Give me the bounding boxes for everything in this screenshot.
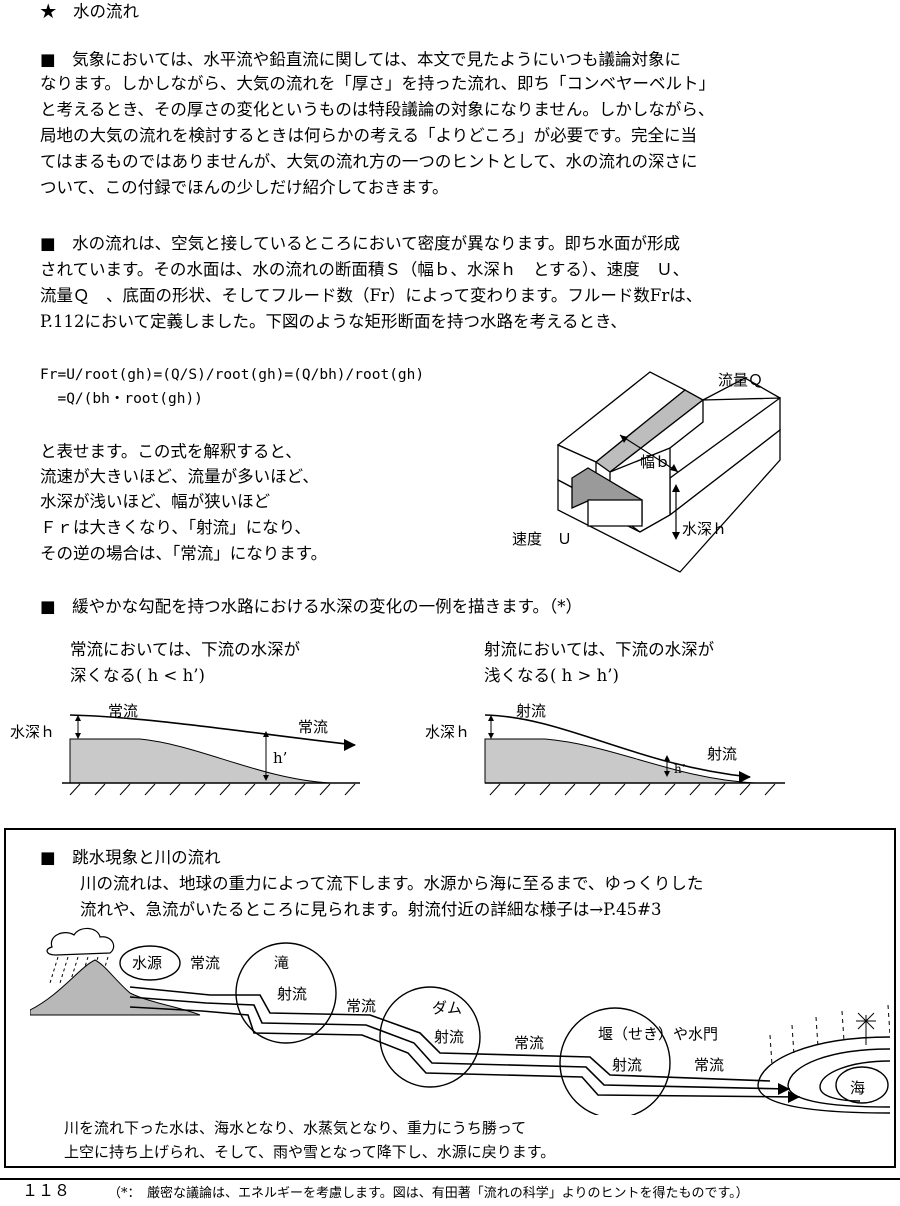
box-bottom-line: 川を流れ下った水は、海水となり、水蒸気となり、重力にうち勝って [64,1119,527,1137]
text-line: なります。しかしながら、大気の流れを「厚さ」を持った流れ、即ち「コンベヤーベルト… [40,74,716,93]
label-supercritical: 射流 [434,1028,465,1046]
text-line: と考えるとき、その厚さの変化というものは特段議論の対象になりません。しかしながら… [40,100,715,119]
label-waterfall: 滝 [274,954,290,972]
subcritical-flow-diagram [62,714,360,796]
label-sea: 海 [850,1079,866,1097]
label-width-b: 幅ｂ [640,453,671,471]
width-arrow [619,434,679,473]
supercritical-caption-line: 浅くなる( h > h’) [484,666,619,685]
supercritical-depth-label: 水深ｈ [425,723,471,741]
text-line: 流量Ｑ 、底面の形状、そしてフルード数（Fr）によって変わります。フルード数Fr… [40,286,703,305]
dam-circle [379,986,481,1088]
text-line: ■ 気象においては、水平流や鉛直流に関しては、本文で見たようにいつも議論対象に [40,50,681,69]
footer-rule [0,1178,900,1180]
waterfall-circle [235,942,337,1044]
hydraulic-jump-box [4,828,896,1168]
supercritical-top-label: 射流 [516,702,547,720]
label-source: 水源 [132,954,163,972]
label-weir: 堰（せき）や水門 [598,1025,719,1043]
weir-circle [559,1007,671,1115]
subcritical-depth-label: 水深ｈ [10,723,56,741]
box-text-line: 川の流れは、地球の重力によって流下します。水源から海に至るまで、ゆっくりした [80,874,704,893]
formula-line: Fr=U/root(gh)=(Q/S)/root(gh)=(Q/bh)/root… [40,367,425,383]
sea-oval [835,1066,889,1104]
label-subcritical: 常流 [190,954,221,972]
footer-note: （*： 厳密な議論は、エネルギーを考慮します。図は、有田著「流れの科学」よりのヒ… [108,1186,749,1201]
supercritical-flow-diagram [484,714,785,796]
label-subcritical: 常流 [514,1034,545,1052]
page-title: ★ 水の流れ [40,2,139,21]
box-heading: ■ 跳水現象と川の流れ [40,848,221,867]
label-flow-q: 流量Ｑ [718,371,764,389]
text-line: と表せます。この式を解釈すると、 [40,442,302,461]
supercritical-right-label: 射流 [707,745,738,763]
subcritical-top-label: 常流 [108,702,139,720]
label-subcritical: 常流 [346,997,377,1015]
text-line: 局地の大気の流れを検討するときは何らかの考える「よりどころ」が必要です。完全に当 [40,126,698,145]
text-line: Ｆｒは大きくなり、「射流」になり、 [40,518,311,537]
label-depth-h: 水深ｈ [682,520,728,538]
text-line: ついて、この付録でほんの少しだけ紹介しておきます。 [40,178,449,197]
page-number: １１８ [22,1181,71,1200]
text-line: ■ 水の流れは、空気と接しているところにおいて密度が異なります。即ち水面が形成 [40,234,680,253]
rectangular-channel-diagram [556,371,782,573]
supercritical-caption-line: 射流においては、下流の水深が [484,640,715,659]
text-line: てはまるものではありませんが、大気の流れ方の一つのヒントとして、水の流れの深さに [40,152,698,171]
label-velocity-u: 速度 Ｕ [512,530,573,548]
box-bottom-line: 上空に持ち上げられ、そして、雨や雪となって降下し、水源に戻ります。 [64,1143,556,1161]
box-text-line: 流れや、急流がいたるところに見られます。射流付近の詳細な様子は→P.45#3 [80,900,662,919]
subcritical-h-prime: h’ [273,749,288,767]
section-heading-gradient: ■ 緩やかな勾配を持つ水路における水深の変化の一例を描きます。（*） [40,597,582,616]
cloud-icon [46,927,115,956]
text-line: 水深が浅いほど、幅が狭いほど [40,492,271,511]
label-supercritical: 射流 [277,985,308,1003]
source-oval [119,945,181,981]
subcritical-caption-line: 深くなる( h < h’) [70,666,205,685]
mountain-icon [30,959,201,1016]
formula-line: =Q/(bh・root(gh)) [40,391,203,407]
subcritical-caption-line: 常流においては、下流の水深が [70,640,301,659]
river-flow-diagram [30,927,890,1115]
subcritical-right-label: 常流 [298,718,329,736]
text-line: その逆の場合は、「常流」になります。 [40,544,328,563]
text-line: 流速が大きいほど、流量が多いほど、 [40,467,319,486]
supercritical-h-prime: h’ [674,762,686,776]
sun-icon [856,1012,876,1045]
label-subcritical: 常流 [694,1056,725,1074]
label-dam: ダム [432,999,463,1017]
text-line: されています。その水面は、水の流れの断面積Ｓ（幅ｂ、水深ｈ とする）、速度 Ｕ、 [40,260,690,279]
text-line: P.112において定義しました。下図のような矩形断面を持つ水路を考えるとき、 [40,312,627,331]
label-supercritical: 射流 [612,1056,643,1074]
